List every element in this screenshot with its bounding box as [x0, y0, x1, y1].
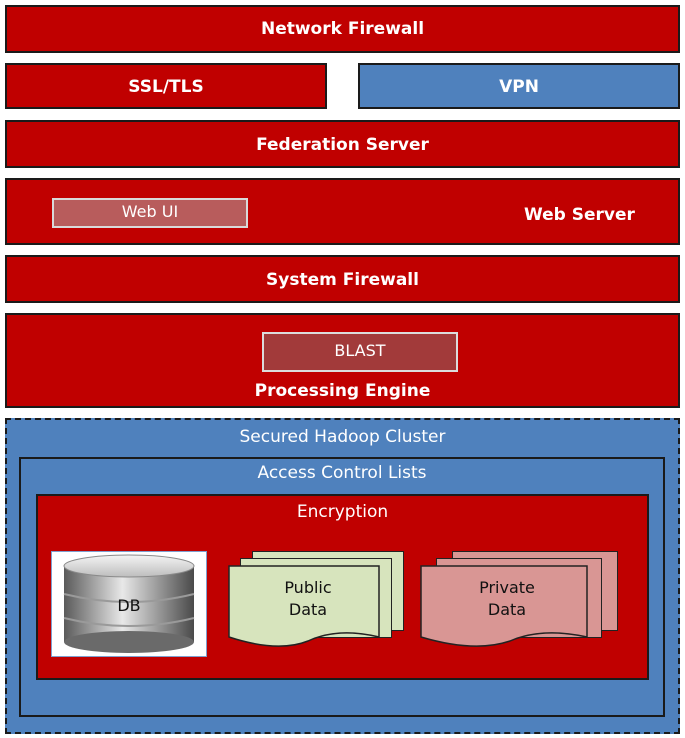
network-firewall-layer: Network Firewall	[5, 5, 680, 53]
public-data-label: Public Data	[284, 578, 332, 619]
blast-box: BLAST	[262, 332, 458, 372]
hadoop-cluster-label: Secured Hadoop Cluster	[239, 427, 446, 447]
blast-label: BLAST	[334, 341, 386, 360]
public-doc-front-icon	[228, 565, 380, 647]
encryption-label: Encryption	[296, 502, 389, 522]
federation-server-label: Federation Server	[256, 135, 429, 155]
database-icon: DB	[51, 551, 207, 657]
db-label: DB	[117, 596, 141, 615]
database-cylinder-icon	[63, 554, 195, 653]
system-firewall-layer: System Firewall	[5, 255, 680, 303]
ssl-tls-label: SSL/TLS	[128, 77, 204, 97]
federation-server-layer: Federation Server	[5, 120, 680, 168]
system-firewall-label: System Firewall	[266, 270, 419, 290]
public-data-stack: Public Data	[228, 551, 408, 651]
network-firewall-label: Network Firewall	[260, 19, 425, 39]
private-data-stack: Private Data	[420, 551, 620, 651]
web-server-layer: Web UI Web Server	[5, 178, 680, 245]
private-doc-front-icon	[420, 565, 588, 647]
vpn-label: VPN	[499, 77, 539, 97]
processing-engine-label: Processing Engine	[254, 381, 431, 401]
processing-engine-layer: BLAST Processing Engine	[5, 313, 680, 408]
private-data-label: Private Data	[479, 578, 535, 619]
ssl-tls-layer: SSL/TLS	[5, 63, 327, 109]
web-ui-box: Web UI	[52, 198, 248, 228]
vpn-layer: VPN	[358, 63, 680, 109]
web-server-label: Web Server	[524, 205, 635, 225]
acl-label: Access Control Lists	[257, 463, 427, 483]
web-ui-label: Web UI	[121, 202, 179, 221]
